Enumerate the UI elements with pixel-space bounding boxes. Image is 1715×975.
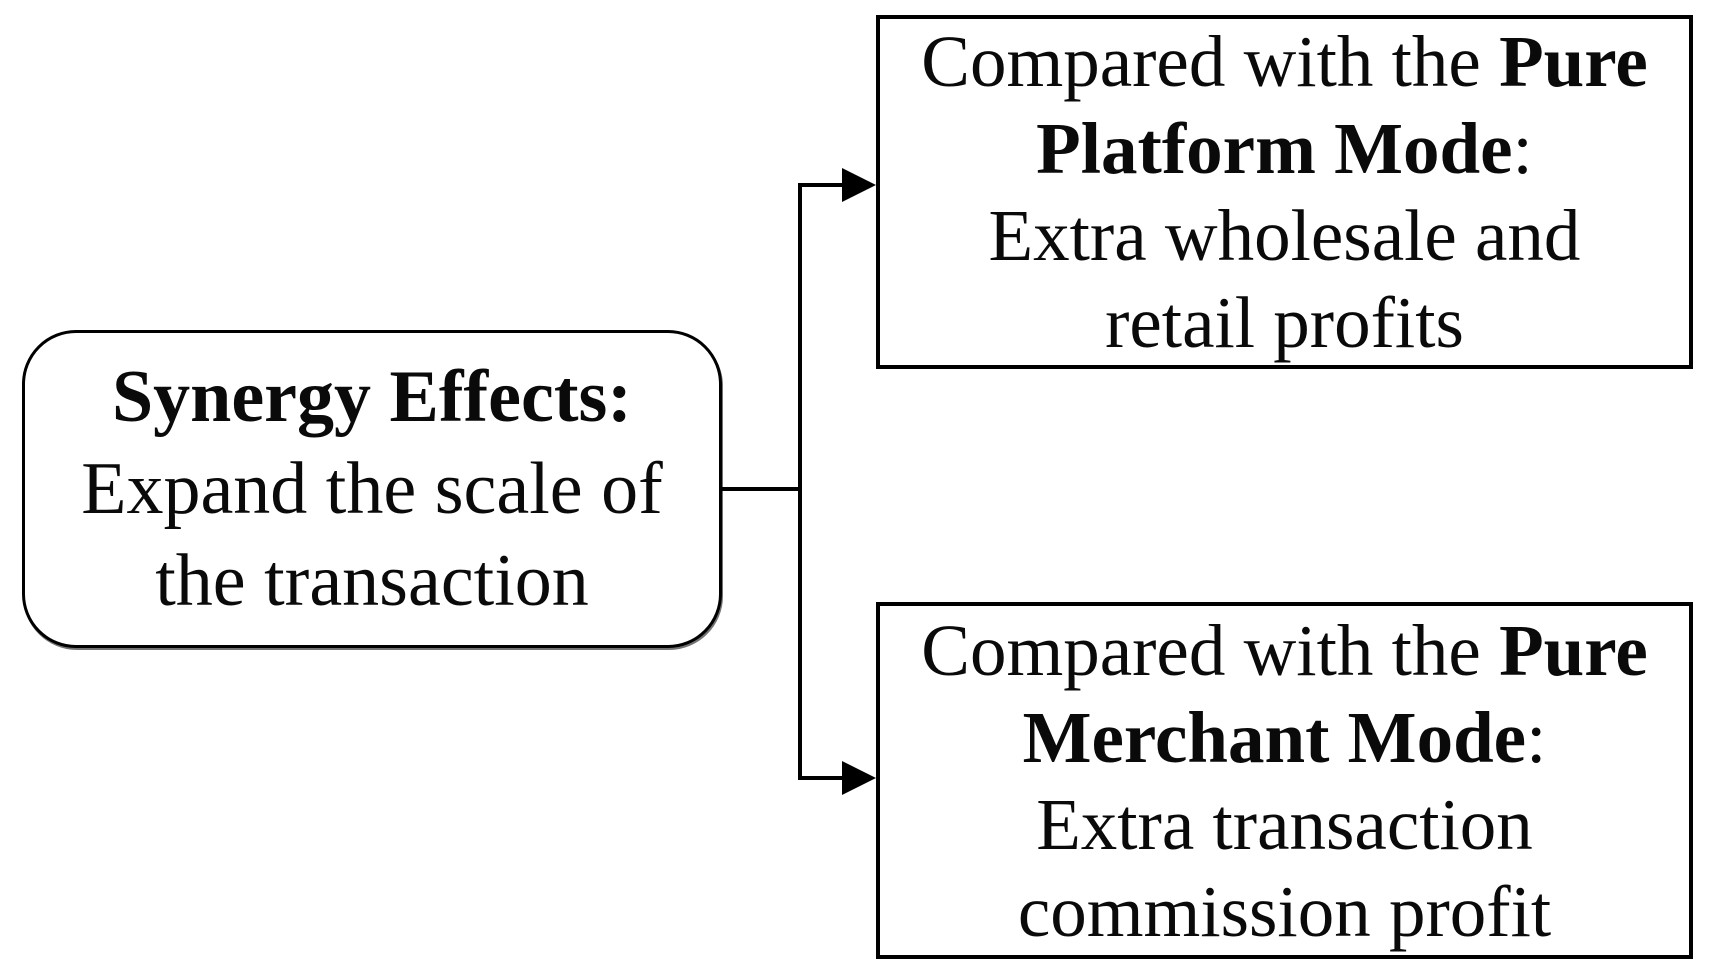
synergy-effects-title: Synergy Effects: — [112, 356, 632, 438]
synergy-effects-node: Synergy Effects: Expand the scale of the… — [22, 330, 722, 648]
platform-line2-bold-text: Platform Mode — [1036, 108, 1513, 189]
platform-line1-bold-text: Pure — [1499, 21, 1648, 102]
platform-node-line1: Compared with the Pure — [921, 18, 1648, 105]
platform-line1-regular-text: Compared with the — [921, 21, 1500, 102]
merchant-line1-regular-text: Compared with the — [921, 609, 1500, 691]
synergy-effects-line2: Expand the scale of — [81, 448, 663, 530]
platform-node-line4: retail profits — [1105, 282, 1464, 363]
merchant-node-line1: Compared with the Pure — [921, 607, 1648, 694]
platform-line2-colon-text: : — [1512, 108, 1533, 189]
platform-node-line3: Extra wholesale and — [988, 195, 1581, 276]
merchant-node-line4: commission profit — [1017, 870, 1552, 952]
merchant-line1-bold-text: Pure — [1499, 609, 1648, 691]
pure-merchant-comparison-node: Compared with the Pure Merchant Mode: Ex… — [876, 602, 1693, 959]
platform-node-line2: Platform Mode: — [1036, 105, 1533, 192]
merchant-line2-colon-text: : — [1526, 696, 1547, 778]
merchant-node-line3: Extra transaction — [1036, 783, 1533, 865]
arrowhead-top-icon — [842, 168, 876, 202]
synergy-effects-line3: the transaction — [155, 540, 589, 622]
merchant-line2-bold-text: Merchant Mode — [1022, 696, 1527, 778]
pure-platform-comparison-node: Compared with the Pure Platform Mode: Ex… — [876, 15, 1693, 369]
arrowhead-bottom-icon — [842, 761, 876, 795]
merchant-node-line2: Merchant Mode: — [1023, 694, 1547, 781]
